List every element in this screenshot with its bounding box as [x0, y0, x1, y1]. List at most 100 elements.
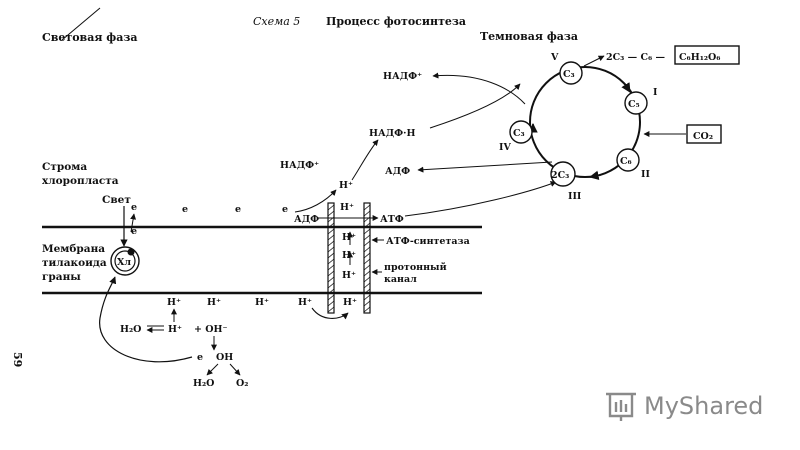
electron-label-light-2: e [131, 226, 137, 237]
stroma-label-line-2: хлоропласта [42, 175, 119, 187]
hatch-line [327, 204, 335, 211]
lumen-proton-2: H⁺ [207, 297, 221, 308]
calvin-cycle-ring [529, 66, 641, 178]
node-c3-top [559, 61, 583, 85]
light-label: Свет [102, 194, 131, 206]
channel-proton-3: H⁺ [342, 250, 356, 261]
electron-to-nadp-arrow [294, 189, 337, 213]
co2-box [686, 124, 722, 144]
hatch-line [363, 306, 371, 313]
atp-synthase-hatching [327, 204, 371, 313]
diagram-title: Процесс фотосинтеза [326, 15, 466, 28]
stage-3-label: III [568, 191, 582, 202]
cycle-to-adp-arrow [417, 161, 553, 173]
hatch-line [363, 210, 371, 217]
electron-label-3: e [282, 204, 288, 215]
hatch-line [363, 300, 371, 307]
cycle-direction-arrow-bottom [589, 170, 601, 181]
atp-label: АТФ [380, 214, 404, 225]
adp-channel-label: АДФ [294, 214, 319, 225]
node-2c3 [550, 161, 576, 187]
watermark-logo: MyShared [606, 392, 763, 421]
chlorophyll-inner-circle [114, 250, 136, 272]
nadp-to-nadph-arrow [351, 139, 379, 181]
electron-up-arrow [130, 213, 137, 233]
nadph-label: НАДФ·Н [369, 128, 415, 139]
product-arrow [583, 55, 605, 67]
nadp-left-label: НАДФ⁺ [280, 160, 319, 171]
hatch-line [327, 240, 335, 247]
lumen-proton-4: H⁺ [298, 297, 312, 308]
channel-proton-4: H⁺ [342, 270, 356, 281]
adp-right-label: АДФ [385, 166, 410, 177]
channel-proton-top: H⁺ [340, 202, 354, 213]
hatch-line [363, 258, 371, 265]
hatch-line [327, 264, 335, 271]
node-2c3-label: 2C₃ [551, 170, 569, 181]
water-product-label: H₂O [193, 378, 214, 389]
stage-1-label: I [653, 87, 658, 98]
chlorophyll-label: Хл [117, 257, 131, 268]
header-slash-line [61, 7, 101, 41]
hatch-line [363, 294, 371, 301]
hatch-line [327, 294, 335, 301]
hatch-line [363, 288, 371, 295]
proton-channel-label-1: протонный [384, 262, 447, 273]
hatch-line [327, 282, 335, 289]
hatch-line [363, 222, 371, 229]
node-c6-label: C₆ [620, 156, 632, 167]
hatch-line [363, 270, 371, 277]
stage-5-label: V [550, 52, 559, 63]
hatch-line [363, 240, 371, 247]
membrane-label-line-3: граны [42, 271, 81, 283]
watermark-text: MyShared [644, 392, 763, 420]
glucose-label: C₆H₁₂O₆ [679, 52, 720, 63]
node-c3-left-label: C₃ [513, 128, 525, 139]
page-number: 59 [11, 352, 24, 367]
electron-return-arrow [99, 276, 193, 363]
hatch-line [327, 246, 335, 253]
hatch-line [327, 222, 335, 229]
oh-to-oxygen-arrow [229, 363, 241, 376]
glucose-box [674, 45, 740, 65]
hatch-line [327, 258, 335, 265]
nadp-top-label: НАДФ⁺ [383, 71, 422, 82]
hatch-line [363, 228, 371, 235]
node-c5 [624, 91, 648, 115]
node-c3-left [509, 120, 533, 144]
stage-2-label: II [641, 169, 650, 180]
channel-proton-2: H⁺ [342, 232, 356, 243]
proton-into-channel-arrow [311, 307, 349, 320]
hatch-line [363, 276, 371, 283]
node-c5-label: C₅ [628, 99, 640, 110]
hatch-line [363, 234, 371, 241]
stroma-label-line-1: Строма [42, 161, 87, 173]
hatch-line [363, 282, 371, 289]
hatch-line [363, 246, 371, 253]
dark-phase-label: Темновая фаза [480, 30, 578, 43]
proton-from-water: H⁺ [168, 324, 182, 335]
electron-label-2: e [235, 204, 241, 215]
product-label: 2C₃ — C₆ — [606, 52, 665, 63]
oxygen-label: O₂ [236, 378, 248, 389]
chlorophyll-outer-circle [110, 246, 140, 276]
hatch-line [327, 210, 335, 217]
electron-dot [127, 248, 135, 256]
hatch-line [363, 204, 371, 211]
hatch-line [327, 300, 335, 307]
hydroxide-label: + OH⁻ [194, 324, 228, 335]
hatch-line [327, 276, 335, 283]
co2-label: CO₂ [693, 131, 713, 142]
electron-label-1: e [182, 204, 188, 215]
oh-to-water-arrow [206, 363, 219, 376]
oh-label: OH [216, 352, 233, 363]
atp-to-cycle-arrow [404, 181, 557, 217]
cycle-to-nadp-arrow [432, 72, 526, 105]
lumen-proton-channel: H⁺ [343, 297, 357, 308]
hatch-line [363, 264, 371, 271]
equilibrium-arrow [147, 326, 164, 330]
proton-channel-label-2: канал [384, 274, 417, 285]
hatch-line [327, 270, 335, 277]
nadph-to-cycle-arrow [429, 83, 521, 129]
